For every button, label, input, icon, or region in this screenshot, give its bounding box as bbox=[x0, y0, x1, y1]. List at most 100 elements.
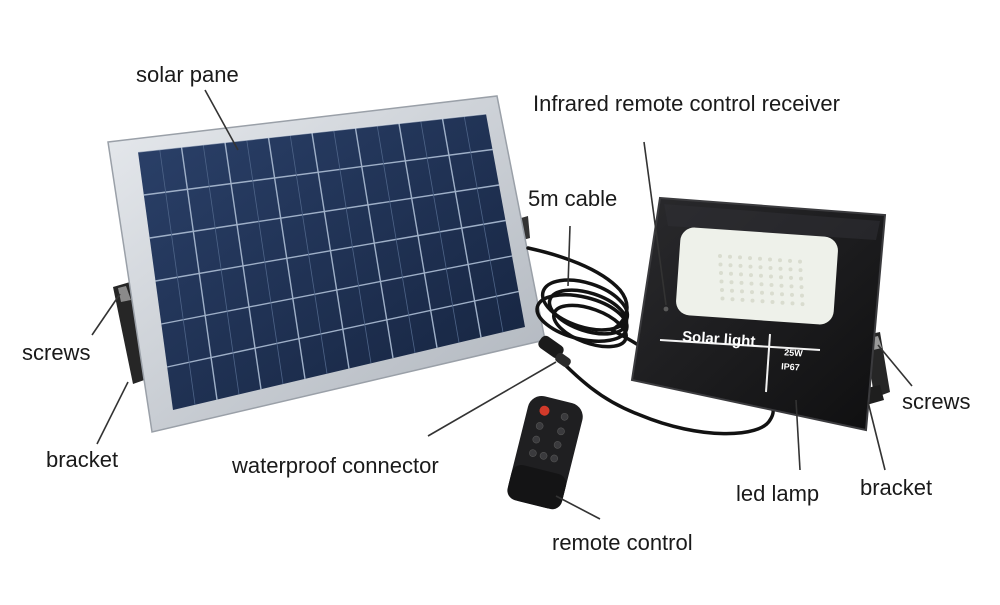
led-chip bbox=[750, 290, 754, 295]
led-chip bbox=[740, 297, 745, 302]
remote-button-icon bbox=[532, 435, 541, 444]
led-chip bbox=[759, 273, 763, 278]
cable-label: 5m cable bbox=[528, 186, 618, 211]
led-chip bbox=[768, 257, 772, 262]
cell-divider-horizontal bbox=[155, 219, 506, 282]
led-chip bbox=[768, 266, 773, 270]
led-chip bbox=[720, 288, 724, 292]
cell-busbar bbox=[420, 121, 460, 343]
led-chip bbox=[770, 300, 775, 304]
led-lens bbox=[676, 227, 838, 325]
led-chip bbox=[728, 263, 733, 268]
led-chip bbox=[750, 298, 755, 303]
led-chip bbox=[758, 265, 763, 270]
lamp-brand-text: Solar light bbox=[682, 328, 756, 350]
led-chip bbox=[728, 254, 732, 259]
remote-button-icon bbox=[557, 427, 565, 436]
led-chip bbox=[790, 292, 794, 297]
infrared-receiver-icon bbox=[663, 306, 669, 312]
led-lamp: Solar light 25W IP67 bbox=[630, 196, 887, 432]
lamp-power-text: 25W bbox=[784, 347, 804, 358]
led-chip bbox=[739, 272, 743, 277]
led-chip bbox=[798, 268, 803, 273]
remote-power-button-icon bbox=[539, 405, 550, 416]
led-chip bbox=[760, 299, 765, 304]
led-chip bbox=[789, 275, 793, 280]
led-chip bbox=[738, 255, 742, 260]
led-chip bbox=[770, 291, 774, 296]
led-chip bbox=[748, 256, 752, 261]
led-chip bbox=[799, 285, 804, 290]
led-chip bbox=[739, 280, 744, 285]
screws-left-label: screws bbox=[22, 340, 91, 365]
waterproof-connector bbox=[538, 335, 571, 368]
led-chip bbox=[749, 273, 753, 278]
cell-busbar bbox=[246, 140, 284, 385]
led-chip bbox=[758, 256, 762, 261]
bracket-left-label: bracket bbox=[46, 447, 119, 472]
solar-cells bbox=[138, 114, 525, 410]
remote-control-label: remote control bbox=[552, 530, 693, 555]
solar-panel bbox=[107, 95, 546, 433]
remote-button-icon bbox=[529, 449, 537, 457]
waterproof-connector-label: waterproof connector bbox=[232, 453, 439, 478]
cell-busbar bbox=[159, 149, 196, 405]
infrared-receiver-label: Infrared remote control receiver bbox=[533, 91, 840, 116]
remote-button-icon bbox=[550, 454, 559, 463]
led-chip bbox=[718, 254, 722, 258]
led-chip bbox=[729, 271, 733, 276]
led-chip bbox=[780, 300, 785, 305]
solar-pane-label: solar pane bbox=[136, 62, 239, 87]
led-chip bbox=[749, 281, 754, 286]
led-chip bbox=[760, 290, 764, 295]
cell-busbar bbox=[333, 130, 372, 364]
left-screw-icon bbox=[118, 286, 131, 302]
led-chip bbox=[720, 296, 725, 301]
cell-divider-horizontal bbox=[167, 290, 519, 368]
led-chip bbox=[718, 262, 723, 267]
led-chip bbox=[790, 301, 795, 306]
led-chip bbox=[759, 282, 764, 287]
led-chip bbox=[769, 274, 773, 279]
led-chip bbox=[719, 279, 724, 284]
led-chip bbox=[799, 276, 803, 281]
cell-divider-horizontal bbox=[143, 148, 493, 196]
led-chip bbox=[800, 293, 804, 298]
led-chip bbox=[798, 259, 802, 264]
led-chip bbox=[789, 284, 794, 289]
led-chip bbox=[778, 266, 783, 271]
cell-divider-horizontal bbox=[161, 255, 513, 325]
cell-divider-horizontal bbox=[149, 184, 500, 239]
led-chip bbox=[780, 292, 784, 297]
remote-control bbox=[507, 395, 583, 510]
remote-buttons bbox=[529, 412, 569, 463]
led-chip bbox=[788, 267, 793, 272]
led-chip bbox=[740, 289, 744, 294]
led-chip bbox=[729, 280, 734, 285]
lamp-rating-text: IP67 bbox=[781, 361, 800, 372]
cell-busbar bbox=[289, 135, 328, 374]
solar-cell-grid bbox=[143, 116, 519, 405]
led-chip bbox=[779, 275, 783, 280]
led-chip bbox=[779, 283, 784, 288]
led-chip bbox=[719, 271, 723, 275]
cell-busbar bbox=[463, 116, 504, 333]
led-chip bbox=[788, 258, 792, 263]
led-chip-array bbox=[718, 254, 805, 307]
led-lamp-label: led lamp bbox=[736, 481, 820, 506]
led-chip bbox=[748, 264, 753, 269]
led-chip bbox=[738, 263, 743, 268]
remote-button-icon bbox=[535, 422, 544, 430]
led-chip bbox=[769, 283, 774, 287]
cell-busbar bbox=[202, 144, 240, 395]
led-chip bbox=[730, 297, 735, 302]
remote-button-icon bbox=[539, 452, 548, 460]
remote-button-icon bbox=[553, 441, 562, 449]
cell-busbar bbox=[376, 125, 416, 354]
led-chip bbox=[800, 302, 805, 307]
screws-right-label: screws bbox=[902, 389, 971, 414]
bracket-right-label: bracket bbox=[860, 475, 933, 500]
led-chip bbox=[730, 288, 734, 293]
